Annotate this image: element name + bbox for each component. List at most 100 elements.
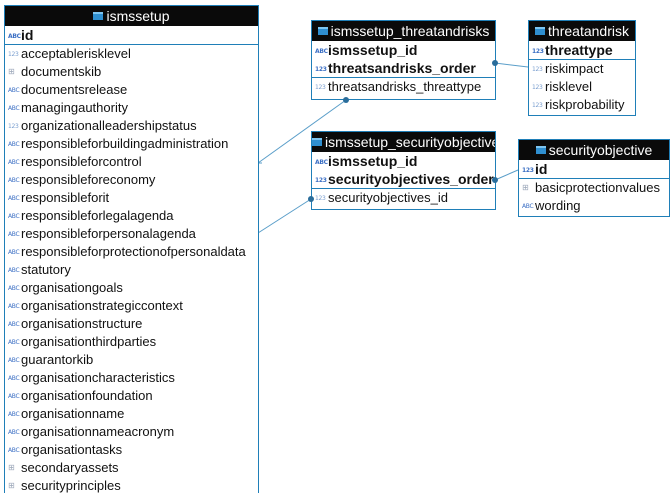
primary-key-row[interactable]: 123threatsandrisks_order	[312, 59, 495, 77]
text-icon: ABC	[8, 375, 20, 382]
connector-port	[343, 97, 349, 103]
table-icon	[535, 27, 546, 35]
key-numeric-icon: 123	[532, 48, 544, 55]
table-title: ismssetup_securityobjectives	[325, 134, 495, 150]
connector-port	[492, 177, 498, 183]
column-name: organisationstrategiccontext	[21, 298, 183, 313]
column-name: organisationtasks	[21, 442, 123, 457]
column-name: secondaryassets	[21, 460, 119, 475]
primary-key-row[interactable]: ABCismssetup_id	[312, 41, 495, 59]
column-name: statutory	[21, 262, 71, 277]
text-icon: ABC	[522, 203, 534, 210]
table-icon	[535, 146, 546, 154]
column-name: responsibleforpersonalagenda	[21, 226, 196, 241]
column-name: responsibleforcontrol	[21, 154, 142, 169]
primary-key-row[interactable]: ABCid	[5, 26, 258, 44]
text-icon: ABC	[8, 447, 20, 454]
column-name: threattype	[545, 42, 613, 58]
column-name: basicprotectionvalues	[535, 180, 661, 195]
column-name: responsibleforprotectionofpersonaldata	[21, 244, 246, 259]
column-row[interactable]: ⊞secondaryassets	[5, 459, 258, 477]
key-text-icon: ABC	[315, 159, 328, 166]
primary-key-row[interactable]: 123threattype	[529, 41, 635, 59]
text-icon: ABC	[8, 213, 20, 220]
column-name: organisationnameacronym	[21, 424, 175, 439]
numeric-icon: 123	[532, 66, 543, 73]
column-row[interactable]: ⊞ securityprinciples	[5, 477, 258, 493]
column-name: threatsandrisks_order	[328, 60, 476, 76]
primary-key-row[interactable]: ABCismssetup_id	[312, 152, 495, 170]
text-icon: ABC	[8, 393, 20, 400]
column-name: organisationgoals	[21, 280, 123, 295]
text-icon: ABC	[8, 339, 20, 346]
column-row[interactable]: ⊞basicprotectionvalues	[519, 179, 669, 197]
primary-key-row[interactable]: 123id	[519, 160, 669, 178]
text-icon: ABC	[8, 321, 20, 328]
column-name: id	[21, 27, 34, 43]
column-name: risklevel	[545, 79, 592, 94]
grid-icon: ⊞	[8, 481, 15, 490]
table-securityobjective[interactable]: securityobjective 123id ⊞basicprotection…	[518, 139, 670, 217]
column-name: securityprinciples	[21, 478, 121, 493]
column-name: id	[535, 161, 548, 177]
table-icon	[93, 12, 104, 20]
text-icon: ABC	[8, 159, 20, 166]
table-ismssetup-threatandrisks[interactable]: ismssetup_threatandrisks ABCismssetup_id…	[311, 20, 496, 100]
primary-key-section: 123threattype	[529, 41, 635, 60]
relation-securityobjectives-to-securityobjective	[494, 169, 519, 181]
connector-port	[492, 60, 498, 66]
column-row[interactable]: ⊞documentskib	[5, 63, 258, 81]
column-name: ismssetup_id	[328, 153, 418, 169]
column-name: organisationthirdparties	[21, 334, 157, 349]
text-icon: ABC	[8, 105, 20, 112]
table-header: ismssetup	[5, 6, 258, 26]
table-title: threatandrisk	[548, 23, 629, 39]
numeric-icon: 123	[8, 123, 19, 130]
table-header: ismssetup_threatandrisks	[312, 21, 495, 41]
table-ismssetup-securityobjectives[interactable]: ismssetup_securityobjectives ABCismssetu…	[311, 131, 496, 210]
text-icon: ABC	[8, 267, 20, 274]
column-name: riskimpact	[545, 61, 604, 76]
column-name: securityobjectives_order	[328, 171, 494, 187]
numeric-icon: 123	[315, 195, 326, 202]
primary-key-section: 123id	[519, 160, 669, 179]
column-name: organisationname	[21, 406, 125, 421]
primary-key-row[interactable]: 123securityobjectives_order	[312, 170, 495, 188]
key-numeric-icon: 123	[315, 177, 327, 184]
table-title: securityobjective	[548, 142, 653, 158]
text-icon: ABC	[8, 411, 20, 418]
column-name: organisationfoundation	[21, 388, 153, 403]
